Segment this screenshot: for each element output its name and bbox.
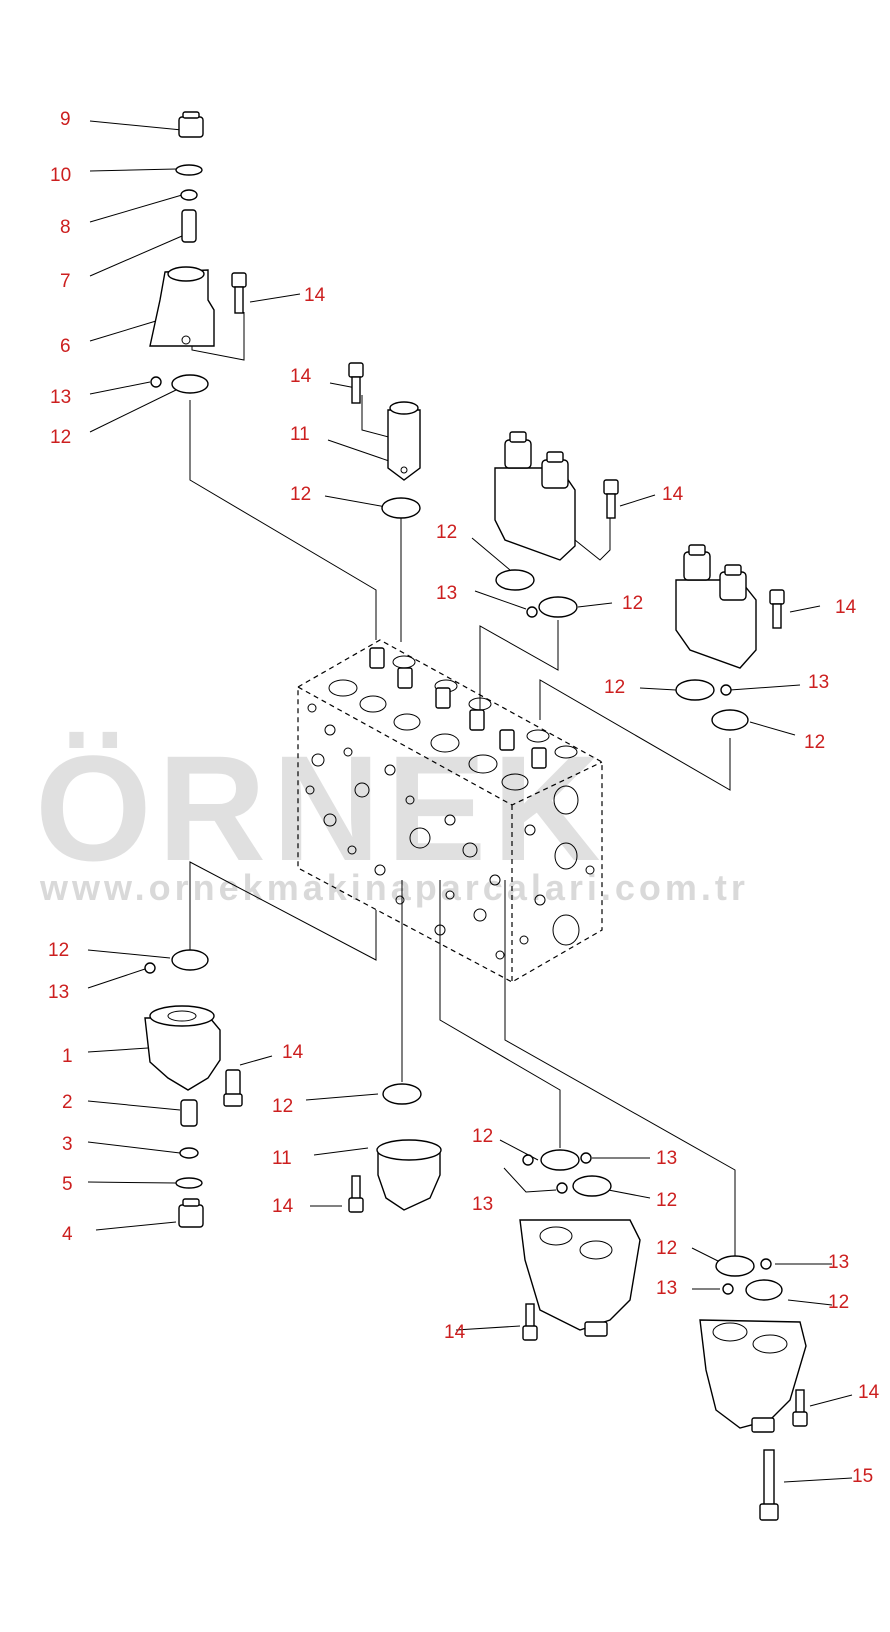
block-top-ports (328, 655, 578, 791)
callout-12: 12 (804, 732, 825, 753)
part-14-bolt-h (792, 1389, 808, 1427)
callout-11: 11 (272, 1148, 292, 1169)
callout-12: 12 (290, 484, 311, 505)
block-right-face-ports (519, 785, 595, 946)
watermark: ÖRNEK www.ornekmakinaparcalari.com.tr (35, 724, 749, 908)
callout-13: 13 (436, 583, 457, 604)
callout-14: 14 (858, 1382, 880, 1403)
block-plug-fittings (369, 647, 547, 769)
callout-12: 12 (656, 1238, 677, 1259)
part-12-o-ring-a (171, 374, 209, 394)
callout-2: 2 (62, 1092, 73, 1113)
part-7-poppet (181, 209, 197, 243)
part-12-o-ring-k (715, 1255, 755, 1277)
callout-13: 13 (48, 982, 69, 1003)
callout-labels: 9 10 8 7 6 13 12 14 14 11 12 14 12 13 12… (48, 109, 880, 1487)
part-8-ring (180, 189, 198, 201)
part-12-o-ring-h (382, 1083, 422, 1105)
valve-far-right (675, 544, 757, 669)
part-12-o-ring-g (171, 949, 209, 971)
part-13-ring-d (144, 962, 156, 974)
callout-15: 15 (852, 1466, 873, 1487)
callout-9: 9 (60, 109, 71, 130)
valve-bottom-right (699, 1319, 807, 1433)
part-12-o-ring-e (675, 679, 715, 701)
part-14-bolt-e (223, 1069, 243, 1107)
callout-11: 11 (290, 424, 310, 445)
part-2-poppet (180, 1099, 198, 1127)
callout-13: 13 (472, 1194, 493, 1215)
part-12-o-ring-c (495, 569, 535, 591)
part-12-o-ring-i (540, 1149, 580, 1171)
part-12-o-ring-j (572, 1175, 612, 1197)
part-14-bolt-b (348, 362, 364, 404)
part-14-bolt-g (522, 1303, 538, 1341)
part-4-plug (178, 1198, 204, 1228)
callout-14: 14 (444, 1322, 466, 1343)
part-12-o-ring-b (381, 497, 421, 519)
part-12-o-ring-d (538, 596, 578, 618)
callout-12: 12 (828, 1292, 849, 1313)
part-5-o-ring (175, 1177, 203, 1189)
callout-12: 12 (272, 1096, 293, 1117)
callout-5: 5 (62, 1174, 73, 1195)
callout-14: 14 (304, 285, 326, 306)
part-13-ring-e (580, 1152, 592, 1164)
callout-14: 14 (662, 484, 684, 505)
callout-13: 13 (50, 387, 71, 408)
callout-12: 12 (48, 940, 69, 961)
callout-13: 13 (828, 1252, 849, 1273)
part-13-ring-g (556, 1182, 568, 1194)
part-14-bolt-d (769, 589, 785, 629)
watermark-url: www.ornekmakinaparcalari.com.tr (39, 867, 749, 908)
part-3-ring (179, 1147, 199, 1159)
part-11-cover-top (387, 401, 421, 481)
part-14-bolt-a (231, 272, 247, 314)
block-left-face-holes (305, 703, 505, 960)
part-14-bolt-f (348, 1175, 364, 1213)
callout-6: 6 (60, 336, 71, 357)
part-11-cover-bottom (376, 1139, 442, 1211)
callout-14: 14 (835, 597, 857, 618)
callout-4: 4 (62, 1224, 73, 1245)
part-12-o-ring-f (711, 709, 749, 731)
callout-12: 12 (604, 677, 625, 698)
callout-12: 12 (436, 522, 457, 543)
callout-7: 7 (60, 271, 71, 292)
callout-14: 14 (290, 366, 312, 387)
callout-14: 14 (272, 1196, 294, 1217)
part-10-o-ring (175, 164, 203, 176)
part-13-ring-f (522, 1154, 534, 1166)
part-1-valve-body (144, 1005, 221, 1091)
callout-3: 3 (62, 1134, 73, 1155)
callout-12: 12 (472, 1126, 493, 1147)
part-12-o-ring-l (745, 1279, 783, 1301)
valve-bottom-center (519, 1219, 641, 1337)
callout-12: 12 (50, 427, 71, 448)
watermark-brand: ÖRNEK (35, 724, 607, 892)
callout-10: 10 (50, 165, 71, 186)
callout-13: 13 (808, 672, 829, 693)
part-9-plug (178, 111, 204, 138)
callout-12: 12 (656, 1190, 677, 1211)
part-14-bolt-c (603, 479, 619, 519)
callout-1: 1 (62, 1046, 73, 1067)
callout-12: 12 (622, 593, 643, 614)
part-13-ring-h (760, 1258, 772, 1270)
part-15-long-bolt (759, 1449, 779, 1521)
part-13-ring-c (720, 684, 732, 696)
callout-13: 13 (656, 1278, 677, 1299)
part-13-ring-i (722, 1283, 734, 1295)
valve-upper-right (494, 431, 576, 561)
callout-8: 8 (60, 217, 71, 238)
callout-13: 13 (656, 1148, 677, 1169)
part-6-housing (149, 266, 215, 347)
main-valve-block (297, 639, 603, 983)
callout-14: 14 (282, 1042, 304, 1063)
part-13-ring-b (526, 606, 538, 618)
part-13-ring-a (150, 376, 162, 388)
